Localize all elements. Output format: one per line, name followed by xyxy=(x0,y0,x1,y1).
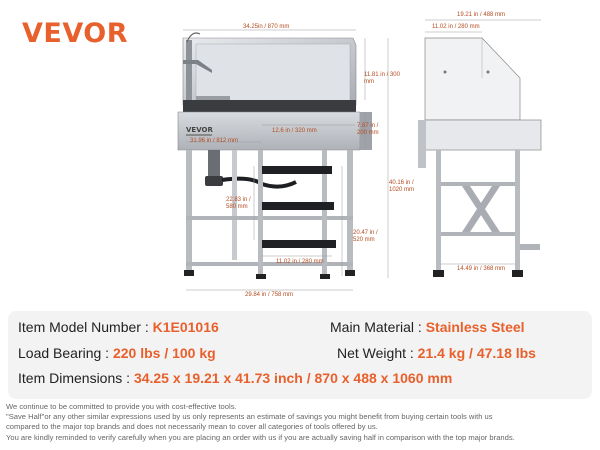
spec-load-value: 220 lbs / 100 kg xyxy=(112,345,216,361)
dim-tub-length: 31.96 in / 812 mm xyxy=(190,138,239,144)
spec-weight-label: Net Weight : xyxy=(337,345,414,361)
dim-backsplash-height: 11.81 in / 300 mm xyxy=(364,72,400,85)
disclaimer-line: You are kindly reminded to verify carefu… xyxy=(6,432,515,442)
dim-tub-depth: 7.87 in / 200 mm xyxy=(357,123,379,136)
spec-dimensions: Item Dimensions : 34.25 x 19.21 x 41.73 … xyxy=(18,370,452,386)
disclaimer-line: "Save Half"or any other similar expressi… xyxy=(6,412,493,422)
dim-leg-height: 20.47 in / 520 mm xyxy=(353,230,378,243)
tub-side-view xyxy=(418,37,542,277)
spec-load-label: Load Bearing : xyxy=(18,345,110,361)
brand-logo: VEVOR xyxy=(22,18,129,49)
svg-text:VEVOR: VEVOR xyxy=(186,126,213,134)
tub-front-view: VEVOR xyxy=(177,32,372,279)
spec-model: Item Model Number : K1E01016 xyxy=(18,319,219,335)
dim-side-top-depth: 11.02 in / 280 mm xyxy=(432,24,480,30)
spec-dimensions-value: 34.25 x 19.21 x 41.73 inch / 870 x 488 x… xyxy=(133,370,453,386)
dim-front-lip: 12.6 in / 320 mm xyxy=(272,128,317,134)
spec-model-label: Item Model Number : xyxy=(18,319,149,335)
spec-weight: Net Weight : 21.4 kg / 47.18 lbs xyxy=(337,345,536,361)
dim-side-depth: 19.21 in / 488 mm xyxy=(457,12,506,18)
spec-model-value: K1E01016 xyxy=(152,319,219,335)
spec-material-value: Stainless Steel xyxy=(425,319,525,335)
disclaimer-line: We continue to be committed to provide y… xyxy=(6,402,237,411)
dim-side-base-depth: 14.49 in / 368 mm xyxy=(457,266,506,272)
dim-base-width: 29.84 in / 758 mm xyxy=(245,292,294,298)
spec-material: Main Material : Stainless Steel xyxy=(330,319,525,335)
spec-load: Load Bearing : 220 lbs / 100 kg xyxy=(18,345,216,361)
dim-total-height: 40.16 in / 1020 mm xyxy=(389,180,415,193)
spec-dimensions-label: Item Dimensions : xyxy=(18,370,131,386)
disclaimer: We continue to be committed to provide y… xyxy=(6,402,596,443)
spec-panel xyxy=(8,311,592,399)
dim-step-height: 22.83 in / 580 mm xyxy=(226,197,251,210)
dim-front-width: 34.25in / 870 mm xyxy=(243,24,290,30)
disclaimer-line: compared to the major top brands and doe… xyxy=(6,422,378,432)
product-illustration: VEVOR xyxy=(177,19,542,291)
spec-weight-value: 21.4 kg / 47.18 lbs xyxy=(417,345,536,361)
spec-material-label: Main Material : xyxy=(330,319,422,335)
dim-step-width: 11.02 in / 280 mm xyxy=(276,259,324,265)
